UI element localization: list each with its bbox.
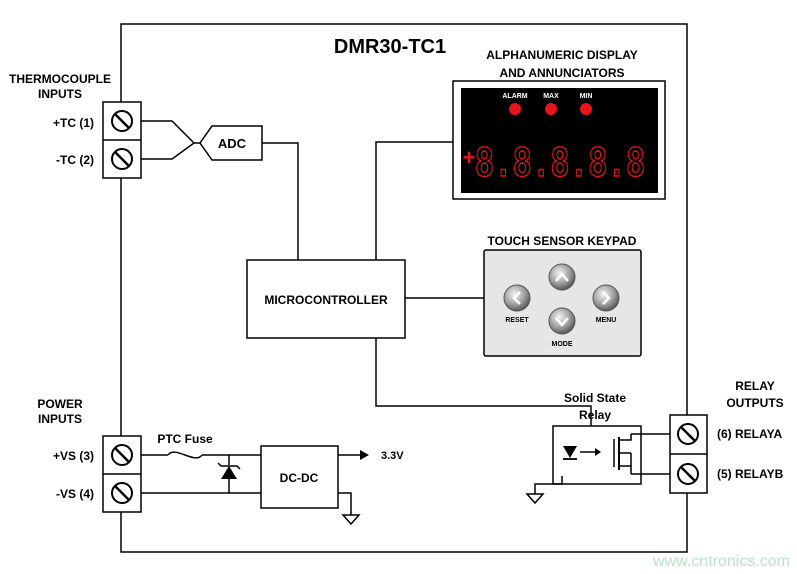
chevron-down-icon [555, 317, 569, 327]
relay-terminal-screw-1 [677, 423, 699, 445]
tc-pin1-label: +TC (1) [53, 116, 94, 130]
chevron-up-icon [555, 272, 569, 282]
keypad-up-button[interactable] [548, 263, 576, 291]
keypad-heading: TOUCH SENSOR KEYPAD [488, 234, 637, 248]
keypad-mode-button[interactable] [548, 307, 576, 335]
menu-button-label: MENU [596, 317, 617, 324]
relay-pin2-label: (5) RELAYB [717, 467, 784, 481]
dcdc-ground-symbol [341, 514, 361, 526]
annunciator-alarm-led [509, 103, 521, 115]
ssr-led-symbol [563, 446, 577, 458]
supply-voltage-label: 3.3V [381, 450, 404, 462]
annunciator-max-led [545, 103, 557, 115]
thermocouple-heading-line1: THERMOCOUPLE [9, 72, 111, 86]
ptc-fuse-symbol [167, 451, 203, 459]
power-heading-line1: POWER [37, 397, 83, 411]
ssr-label-line2: Relay [579, 408, 611, 422]
watermark-text: www.cntronics.com [652, 553, 790, 570]
reset-button-label: RESET [505, 317, 529, 324]
relay-heading-line1: RELAY [735, 379, 775, 393]
power-terminal-screw-2 [111, 482, 133, 504]
tc-terminal-screw-2 [111, 148, 133, 170]
display-sign: + [463, 145, 476, 170]
annunciator-max-label: MAX [543, 93, 559, 100]
tc-pin2-label: -TC (2) [56, 153, 94, 167]
keypad-reset-button[interactable] [503, 284, 531, 312]
chevron-left-icon [512, 291, 521, 305]
keypad-menu-button[interactable] [592, 284, 620, 312]
thermocouple-heading-line2: INPUTS [38, 87, 82, 101]
display-digits: 8.8.8.8.8 [475, 140, 645, 190]
ssr-block [552, 425, 642, 485]
relay-heading-line2: OUTPUTS [726, 396, 783, 410]
module-border [120, 23, 688, 553]
annunciator-alarm-label: ALARM [502, 93, 527, 100]
relay-terminal-screw-2 [677, 463, 699, 485]
supply-arrow [360, 450, 369, 460]
microcontroller-block [246, 259, 406, 339]
display-heading-line1: ALPHANUMERIC DISPLAY [486, 48, 638, 62]
power-terminal-screw-1 [111, 444, 133, 466]
ssr-ground-symbol [525, 493, 545, 505]
power-pin1-label: +VS (3) [53, 449, 94, 463]
dcdc-label: DC-DC [280, 471, 319, 485]
microcontroller-label: MICROCONTROLLER [264, 293, 388, 307]
ptc-fuse-label: PTC Fuse [157, 432, 213, 446]
annunciator-min-led [580, 103, 592, 115]
display-heading-line2: AND ANNUNCIATORS [499, 66, 624, 80]
annunciator-min-label: MIN [580, 93, 593, 100]
relay-pin1-label: (6) RELAYA [717, 427, 782, 441]
adc-label: ADC [218, 136, 247, 151]
mode-button-label: MODE [552, 341, 573, 348]
ssr-label-line1: Solid State [564, 391, 626, 405]
tvs-diode-symbol [221, 466, 237, 479]
dcdc-block [260, 445, 339, 509]
keypad-panel [483, 249, 642, 357]
module-title: DMR30-TC1 [334, 36, 446, 58]
tc-terminal-screw-1 [111, 110, 133, 132]
chevron-right-icon [602, 291, 611, 305]
power-pin2-label: -VS (4) [56, 487, 94, 501]
power-heading-line2: INPUTS [38, 412, 82, 426]
display-panel [461, 88, 658, 193]
ssr-mosfet-symbol [613, 434, 632, 474]
ssr-light-arrow [595, 448, 601, 456]
